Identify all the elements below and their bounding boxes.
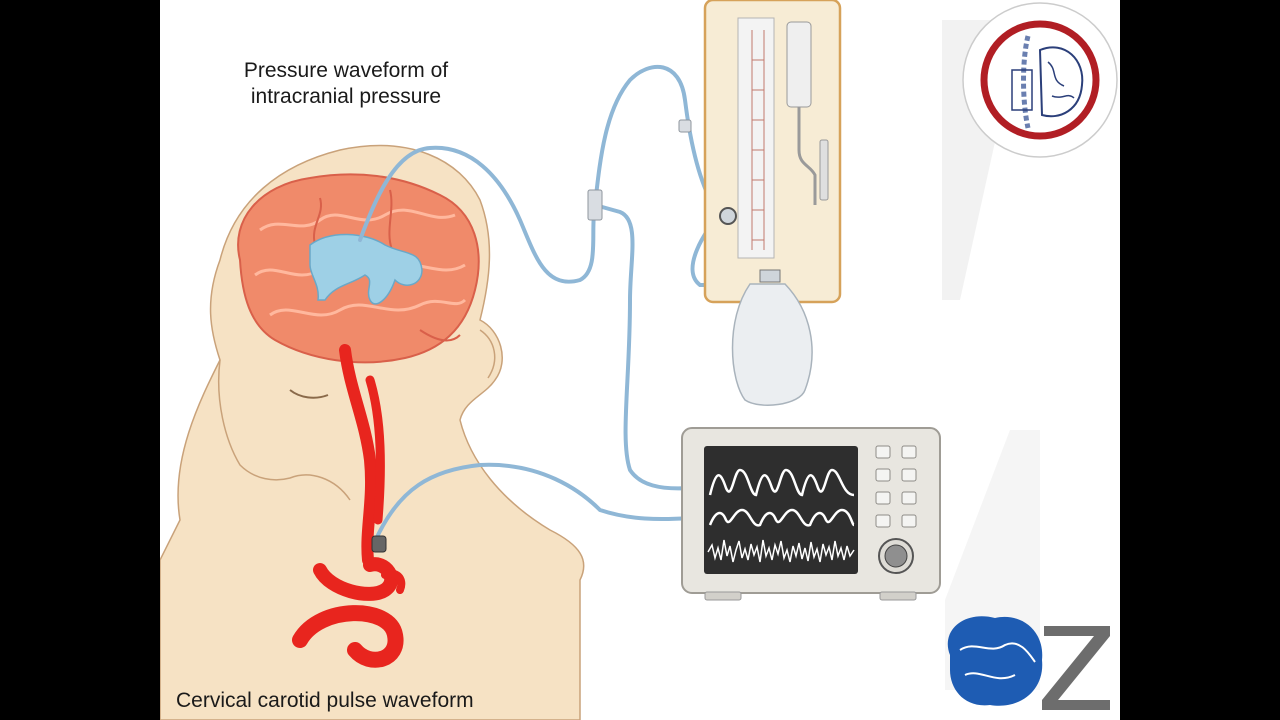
ventricles bbox=[309, 233, 423, 305]
icp-waveform-label-line1: Pressure waveform of bbox=[243, 59, 449, 82]
manometer bbox=[703, 0, 842, 304]
brain-z-logo bbox=[947, 616, 1110, 710]
tubing bbox=[358, 13, 767, 537]
carotid-artery bbox=[292, 344, 406, 668]
noise-trace bbox=[707, 539, 855, 563]
tube-connectors bbox=[371, 119, 692, 553]
monitor bbox=[681, 427, 941, 601]
carotid-trace bbox=[708, 508, 856, 527]
neurosurgery-department-seal bbox=[962, 2, 1118, 158]
icp-waveform-label-line2: intracranial pressure bbox=[250, 85, 442, 108]
icp-monitoring-illustration bbox=[160, 0, 1118, 720]
icp-trace bbox=[708, 468, 855, 497]
carotid-waveform-label: Cervical carotid pulse waveform bbox=[176, 689, 474, 712]
drainage-bag bbox=[731, 283, 813, 406]
icp-waveform-label: Pressure waveform of intracranial pressu… bbox=[216, 58, 476, 110]
slide: Pressure waveform of intracranial pressu… bbox=[160, 0, 1120, 720]
